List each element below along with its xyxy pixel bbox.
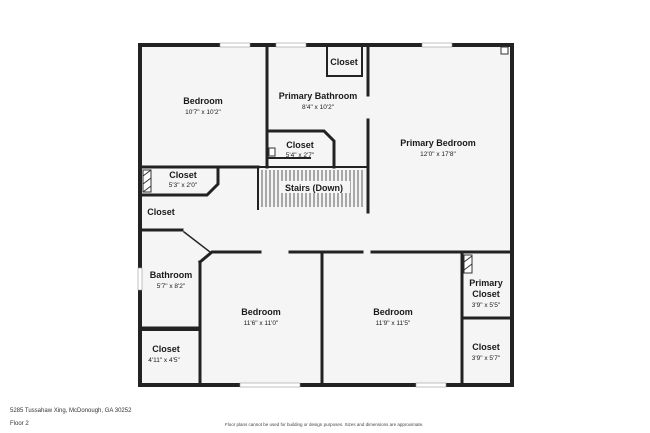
room-dims-primary-bedroom: 12'0" x 17'8" xyxy=(420,151,456,158)
room-label-primary-closet-1: Primary xyxy=(469,278,503,288)
room-dims-closet-se: 3'9" x 5'7" xyxy=(472,355,501,362)
window xyxy=(415,382,447,388)
room-dims-bedroom-nw: 10'7" x 10'2" xyxy=(185,109,221,116)
wall-closet-nw xyxy=(138,165,220,197)
wall-stairs xyxy=(257,166,369,210)
wall-bath-diag xyxy=(182,230,212,254)
room-label-closet-hall: Closet xyxy=(286,140,314,150)
floor-fill xyxy=(140,45,512,385)
room-label-closet-sw: Closet xyxy=(152,344,180,354)
window xyxy=(421,42,453,48)
stairs-label-bg xyxy=(280,181,350,193)
wall-bath-bottom xyxy=(265,129,336,169)
room-label-closet-bath: Closet xyxy=(330,57,358,67)
room-dims-closet-nw: 5'3" x 2'0" xyxy=(169,182,198,189)
room-dims-bathroom: 5'7" x 8'2" xyxy=(157,283,186,290)
room-label-bedroom-se: Bedroom xyxy=(373,307,413,317)
walls xyxy=(138,43,514,387)
room-label-stairs: Stairs (Down) xyxy=(285,183,343,193)
property-address: 5285 Tussahaw Xing, McDonough, GA 30252 xyxy=(10,408,132,414)
window xyxy=(275,42,307,48)
shelf-hatches xyxy=(142,46,509,274)
room-label-primary-bedroom: Primary Bedroom xyxy=(400,138,476,148)
room-label-primary-bathroom: Primary Bathroom xyxy=(279,91,358,101)
room-label-closet-nw: Closet xyxy=(169,170,197,180)
window xyxy=(137,267,143,291)
room-label-bedroom-nw: Bedroom xyxy=(183,96,223,106)
room-label-closet-se: Closet xyxy=(472,342,500,352)
wall-bath-closet xyxy=(326,44,363,77)
room-dims-bedroom-se: 11'9" x 11'5" xyxy=(376,320,411,327)
room-dims-primary-bathroom: 8'4" x 10'2" xyxy=(302,104,335,111)
room-label-primary-closet-2: Closet xyxy=(472,289,500,299)
room-label-bedroom-s: Bedroom xyxy=(241,307,281,317)
floor-label: Floor 2 xyxy=(10,421,29,427)
room-dims-closet-sw: 4'11" x 4'5" xyxy=(148,357,180,364)
room-label-closet-w: Closet xyxy=(147,207,175,217)
room-labels: Bedroom 10'7" x 10'2" Primary Bathroom 8… xyxy=(147,57,503,364)
room-dims-bedroom-s: 11'6" x 11'0" xyxy=(244,320,279,327)
room-dims-primary-closet: 3'9" x 5'5" xyxy=(472,302,501,309)
shelf-primary-closet xyxy=(463,254,473,274)
room-dims-closet-hall: 5'4" x 2'7" xyxy=(286,152,315,159)
window xyxy=(239,382,301,388)
disclaimer-text: Floor plans cannot be used for building … xyxy=(225,422,424,427)
room-label-bathroom: Bathroom xyxy=(150,270,193,280)
windows xyxy=(137,42,453,388)
corner-marker xyxy=(500,46,509,55)
window xyxy=(219,42,251,48)
shelf-hall-closet xyxy=(268,147,276,157)
wall-bath-w-right xyxy=(197,250,262,265)
